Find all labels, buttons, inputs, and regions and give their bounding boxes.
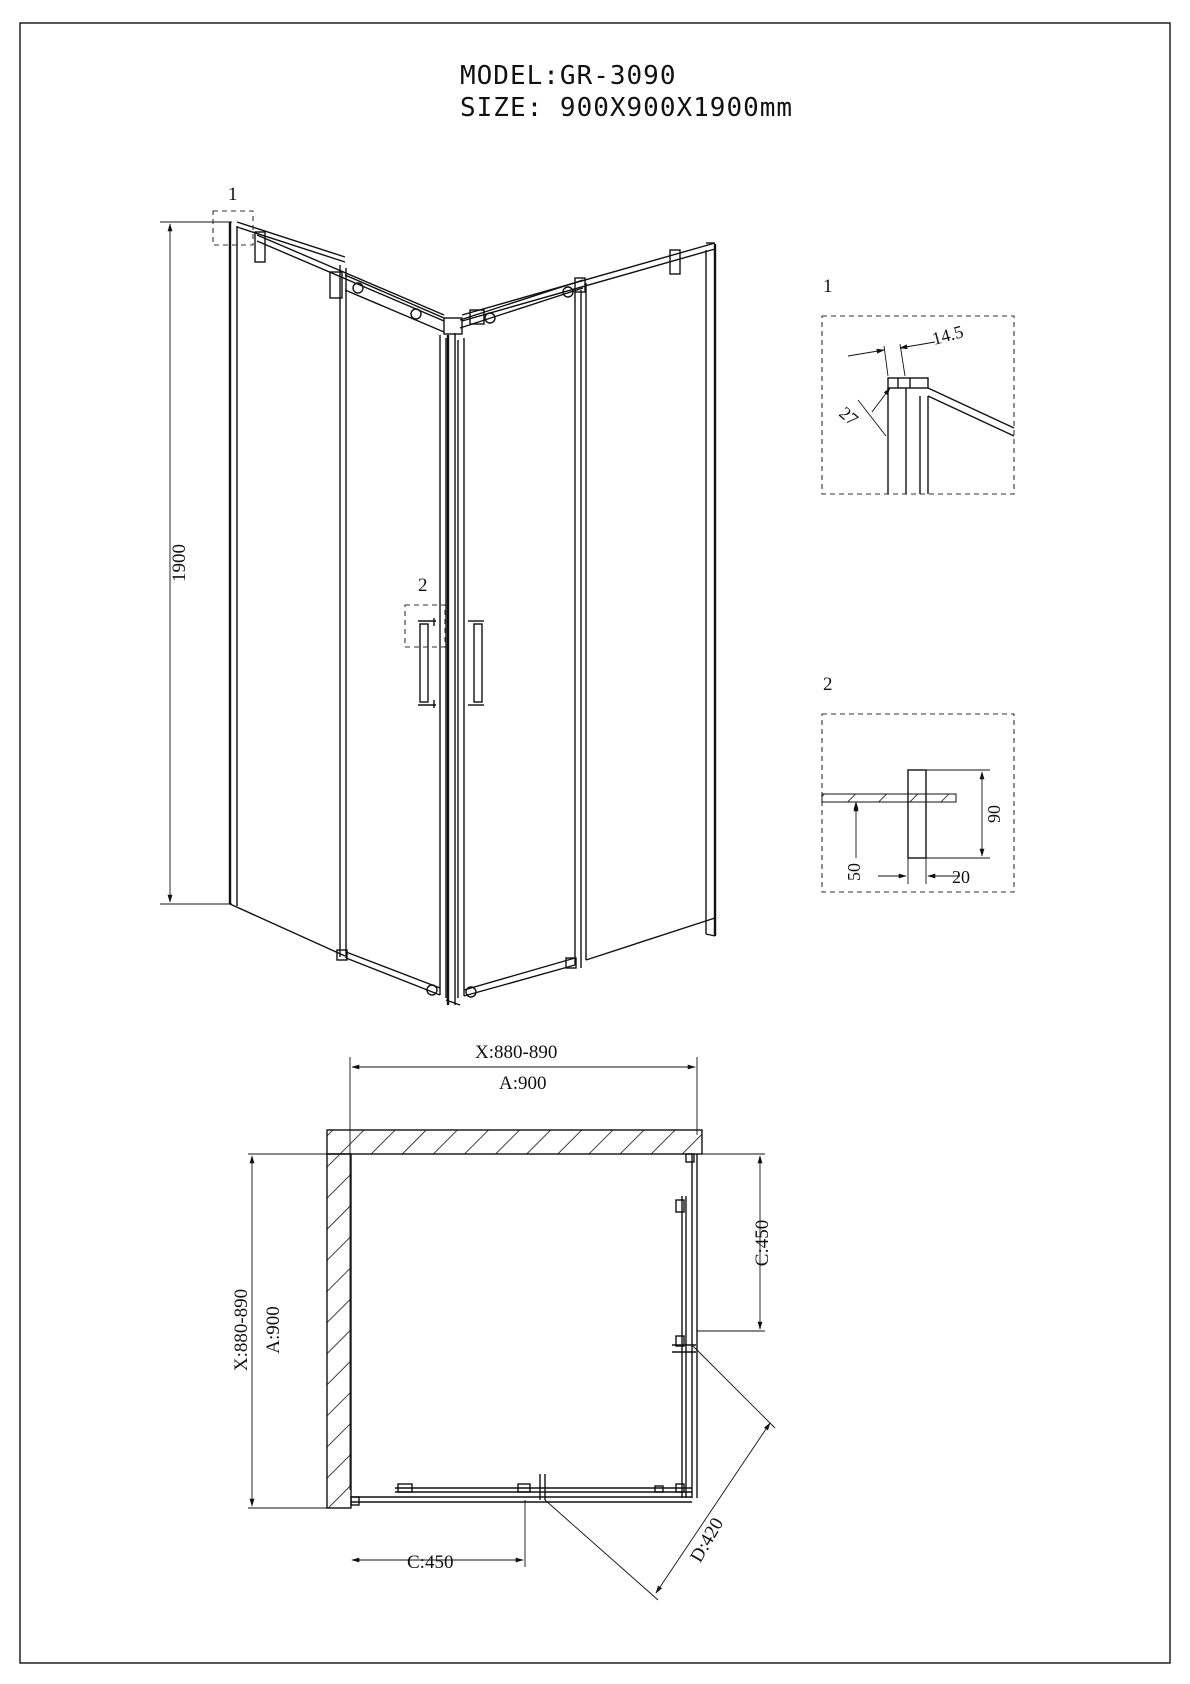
top-rail-left xyxy=(254,231,445,333)
side-wall xyxy=(326,1153,352,1509)
door-handles xyxy=(418,618,484,708)
model-label: MODEL:GR-3090 xyxy=(460,61,677,91)
plan-top-range-label: X:880-890 xyxy=(475,1042,557,1063)
left-door-handle xyxy=(419,623,429,703)
back-wall xyxy=(326,1129,703,1155)
detail-1-label: 1 xyxy=(823,276,833,297)
plan-right-door-label: C:450 xyxy=(752,1220,773,1266)
plan-right-doors xyxy=(672,1153,698,1498)
callout-1-label: 1 xyxy=(228,184,238,205)
top-rail-right xyxy=(459,242,716,329)
left-sliding-door xyxy=(336,265,447,998)
detail-1: 1 14.5 27 xyxy=(821,276,1015,495)
title-block: MODEL:GR-3090 SIZE: 900X900X1900mm xyxy=(460,61,793,123)
detail-1-depth-label: 27 xyxy=(835,403,862,430)
detail-2-height-label: 90 xyxy=(984,805,1004,823)
plan-left-range-label: X:880-890 xyxy=(231,1289,252,1371)
callout-1: 1 xyxy=(212,184,254,246)
right-door-handle xyxy=(473,623,483,703)
callout-2-label: 2 xyxy=(418,575,428,596)
size-label: SIZE: 900X900X1900mm xyxy=(460,93,793,123)
sheet-border xyxy=(19,22,1171,1664)
callout-2: 2 xyxy=(404,575,446,648)
detail-2: 2 90 50 20 xyxy=(821,674,1015,893)
plan-top-nominal-label: A:900 xyxy=(499,1073,547,1094)
height-dimension: 1900 xyxy=(160,221,232,905)
height-dimension-label: 1900 xyxy=(169,544,190,582)
right-sliding-door xyxy=(457,290,582,998)
detail-2-label: 2 xyxy=(823,674,833,695)
detail-2-width-label: 20 xyxy=(952,867,970,887)
plan-view: X:880-890 A:900 X:880-890 A:900 xyxy=(231,1042,776,1601)
left-fixed-panel xyxy=(228,221,346,957)
plan-left-nominal-label: A:900 xyxy=(263,1306,284,1354)
plan-diagonal-label: D:420 xyxy=(686,1514,728,1566)
detail-2-offset-label: 50 xyxy=(844,863,864,881)
elevation-view: 1900 xyxy=(160,184,717,1006)
plan-bottom-doors xyxy=(350,1474,692,1506)
detail-1-width-label: 14.5 xyxy=(930,321,966,348)
corner-post xyxy=(443,317,463,1006)
right-fixed-panel xyxy=(585,242,717,961)
plan-bottom-door-label: C:450 xyxy=(407,1552,453,1573)
